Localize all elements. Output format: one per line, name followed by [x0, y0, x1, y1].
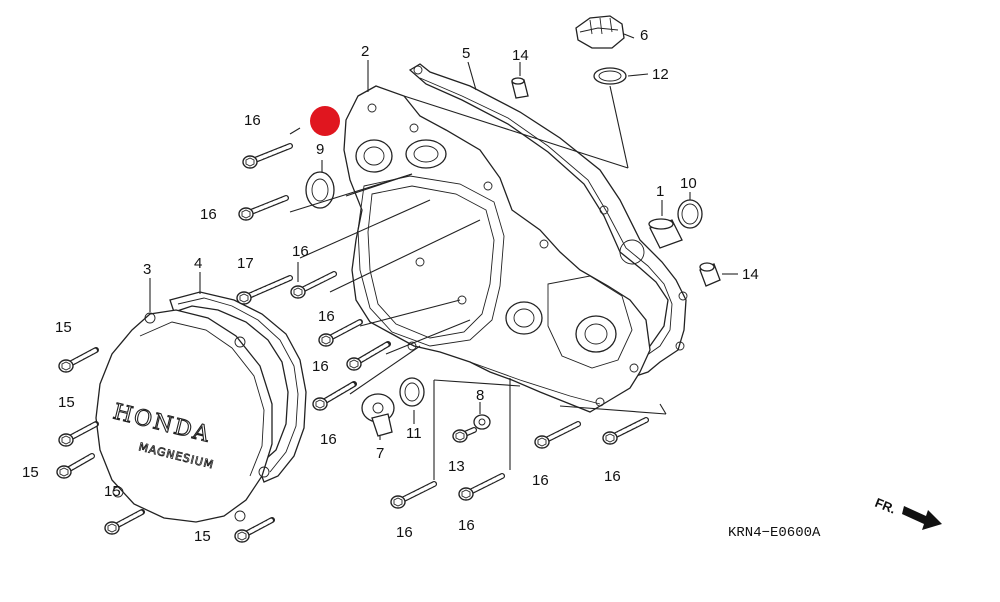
- bolt-16-h[interactable]: [602, 417, 649, 445]
- diagram-code: KRN4−E0600A: [728, 525, 821, 541]
- callout-4: 4: [194, 255, 202, 272]
- bolt-16-g[interactable]: [534, 421, 581, 449]
- callout-1: 1: [656, 183, 664, 200]
- o-ring-10[interactable]: [677, 199, 703, 229]
- callout-16-j: 16: [458, 517, 475, 534]
- callout-16-a: 16: [244, 112, 261, 129]
- callout-16-f: 16: [320, 431, 337, 448]
- callout-3: 3: [143, 261, 151, 278]
- o-ring-12[interactable]: [593, 67, 627, 85]
- leader-lines: [149, 33, 738, 480]
- bolt-16-d[interactable]: [318, 319, 363, 347]
- callout-11: 11: [406, 425, 422, 442]
- callout-16-e: 16: [312, 358, 329, 375]
- front-arrow-icon: [902, 506, 942, 530]
- bolt-15-d[interactable]: [104, 509, 145, 535]
- highlight-marker: [310, 106, 340, 136]
- callout-16-b: 16: [200, 206, 217, 223]
- bolt-15-a[interactable]: [58, 347, 99, 373]
- callout-15-a: 15: [55, 319, 72, 336]
- callout-14-right: 14: [742, 266, 759, 283]
- bolt-16-a[interactable]: [242, 143, 293, 169]
- bolt-16-j[interactable]: [458, 473, 505, 501]
- callout-labels: 2 5 14 6 12 1 10 14 9 16 16 16 17 16 16 …: [22, 27, 759, 545]
- callout-16-d: 16: [318, 308, 335, 325]
- callout-15-d: 15: [104, 483, 121, 500]
- dowel-pin-14-right[interactable]: [699, 262, 721, 287]
- callout-17: 17: [237, 255, 254, 272]
- callout-8: 8: [476, 387, 484, 404]
- bolt-group: [56, 143, 649, 543]
- dowel-pin-14-top[interactable]: [511, 77, 529, 99]
- oil-seal-9[interactable]: [305, 171, 335, 209]
- callout-16-h: 16: [604, 468, 621, 485]
- callout-9: 9: [316, 141, 324, 158]
- right-crankcase-cover-2[interactable]: [343, 85, 651, 413]
- bolt-13[interactable]: [452, 427, 477, 443]
- oil-filler-cap-6[interactable]: [575, 15, 625, 49]
- bolt-16-b[interactable]: [238, 195, 289, 221]
- callout-5: 5: [462, 45, 470, 62]
- bushing-1[interactable]: [648, 218, 683, 249]
- bolt-15-b[interactable]: [58, 421, 99, 447]
- callout-16-g: 16: [532, 472, 549, 489]
- callout-6: 6: [640, 27, 648, 44]
- o-ring-11[interactable]: [399, 377, 425, 407]
- callout-2: 2: [361, 43, 369, 60]
- plug-7[interactable]: [361, 393, 395, 437]
- callout-12: 12: [652, 66, 669, 83]
- callout-15-b: 15: [58, 394, 75, 411]
- callout-13: 13: [448, 458, 465, 475]
- callout-16-i: 16: [396, 524, 413, 541]
- bolt-15-e[interactable]: [234, 517, 275, 543]
- washer-8[interactable]: [473, 414, 491, 430]
- callout-7: 7: [376, 445, 384, 462]
- fr-label: FR.: [873, 495, 898, 517]
- bolt-17[interactable]: [236, 275, 293, 305]
- bolt-16-e[interactable]: [346, 341, 391, 371]
- clutch-cover-3[interactable]: HONDA MAGNESIUM: [95, 309, 273, 523]
- bolt-16-f[interactable]: [312, 381, 357, 411]
- callout-15-c: 15: [22, 464, 39, 481]
- callout-15-e: 15: [194, 528, 211, 545]
- callout-10: 10: [680, 175, 697, 192]
- callout-16-c: 16: [292, 243, 309, 260]
- callout-14-top: 14: [512, 47, 529, 64]
- bolt-16-i[interactable]: [390, 481, 437, 509]
- bolt-16-c[interactable]: [290, 271, 337, 299]
- front-direction-indicator: FR.: [873, 495, 942, 530]
- bolt-15-c[interactable]: [56, 453, 95, 479]
